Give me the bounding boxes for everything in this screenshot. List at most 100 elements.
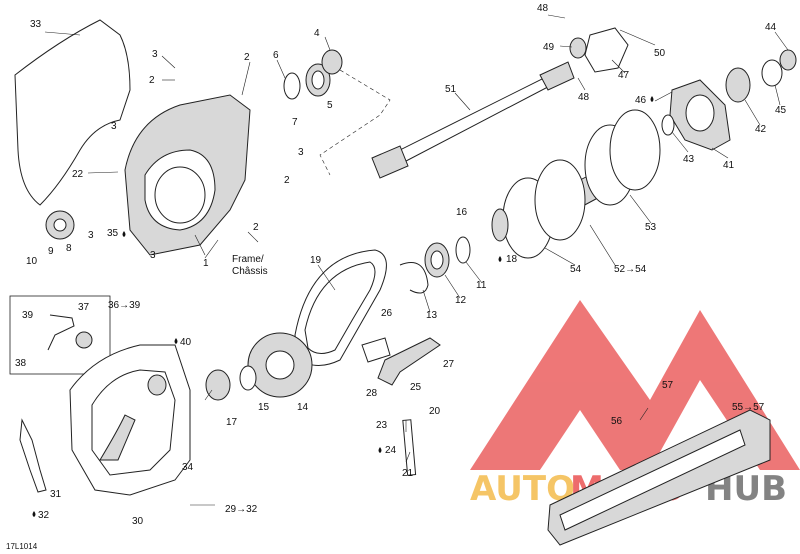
tensioner-rod-part [402,419,417,476]
callout-48: 48 [537,3,549,14]
callout-3: 3 [152,49,158,60]
drop-icon [650,96,654,102]
inner-housing-part [124,94,251,256]
callout-5: 5 [327,100,333,111]
drop-icons [32,96,654,517]
callout-55-57: 55→57 [732,402,765,413]
callout-2: 2 [253,222,259,233]
callout-9: 9 [48,246,54,257]
washer-part-15 [239,365,257,391]
callout-29-32: 29→32 [225,504,258,515]
callout-16: 16 [456,207,468,218]
callout-32: 32 [38,510,50,521]
callout-26: 26 [381,308,393,319]
circlip-part-13 [399,262,429,294]
tensioner-pad-part [361,337,391,363]
callout-7: 7 [292,117,298,128]
callout-28: 28 [366,388,378,399]
callout-6: 6 [273,50,279,61]
callout-34: 34 [182,462,194,473]
callout-37: 37 [78,302,90,313]
callout-10: 10 [26,256,38,267]
track-drive-shaft-part [491,109,661,259]
callout-11: 11 [476,280,487,291]
diagram-id: 17L1014 [6,542,38,551]
frame-label-line2: Châssis [232,266,268,277]
callout-2: 2 [284,175,290,186]
callout-46: 46 [635,95,647,106]
callout-3: 3 [88,230,94,241]
tensioner-part [377,337,441,386]
callout-13: 13 [426,310,438,321]
callout-31: 31 [50,489,62,500]
ring-part-43 [661,114,675,136]
callout-4: 4 [314,28,320,39]
bearing-part-44 [779,49,797,71]
drop-icon [122,231,126,237]
callout-3: 3 [111,121,117,132]
bearing-part-4 [321,49,343,75]
callout-23: 23 [376,420,388,431]
drop-icon [32,511,36,517]
callout-35: 35 [107,228,119,239]
chaincase-cover-part [69,344,191,496]
bearing-plate-part [584,27,629,73]
callout-47: 47 [618,70,630,81]
callout-14: 14 [297,402,309,413]
callout-56: 56 [611,416,623,427]
callout-53: 53 [645,222,657,233]
callout-22: 22 [72,169,84,180]
callout-19: 19 [310,255,322,266]
snap-ring-part [283,72,301,100]
gasket-part [14,19,131,206]
callout-12: 12 [455,295,467,306]
frame-label-line1: Frame/ [232,254,264,265]
driveshaft-part [371,61,575,179]
callout-52-54: 52→54 [614,264,647,275]
callout-41: 41 [723,160,735,171]
callout-3: 3 [298,147,304,158]
drop-icon [174,338,178,344]
drop-icon [498,256,502,262]
slide-rail-part [547,409,771,546]
bearing-part-42 [725,67,751,103]
callout-54: 54 [570,264,582,275]
callout-38: 38 [15,358,27,369]
callout-3: 3 [150,250,156,261]
callout-44: 44 [765,22,777,33]
callout-42: 42 [755,124,767,135]
inset-box [9,295,111,375]
bearing-part-17 [205,369,231,401]
callout-20: 20 [429,406,441,417]
callout-57: 57 [662,380,674,391]
dipstick-part [19,418,47,493]
bearing-part-49 [569,37,587,59]
callout-48: 48 [578,92,590,103]
callout-18: 18 [506,254,518,265]
callout-50: 50 [654,48,666,59]
callout-8: 8 [66,243,72,254]
callout-27: 27 [443,359,455,370]
callout-45: 45 [775,105,787,116]
callout-25: 25 [410,382,422,393]
callout-33: 33 [30,19,42,30]
callout-36-39: 36→39 [108,300,141,311]
callout-2: 2 [149,75,155,86]
callout-1: 1 [203,258,209,269]
callout-43: 43 [683,154,695,165]
callout-15: 15 [258,402,270,413]
callout-39: 39 [22,310,34,321]
callout-30: 30 [132,516,144,527]
seal-part-45 [761,59,783,87]
callout-21: 21 [402,468,414,479]
callout-2: 2 [244,52,250,63]
callout-51: 51 [445,84,457,95]
callout-17: 17 [226,417,238,428]
drop-icon [378,447,382,453]
callout-40: 40 [180,337,192,348]
callouts: 33 3 2 2 6 4 48 49 50 47 48 44 7 5 51 46… [15,3,787,527]
callout-24: 24 [385,445,397,456]
callout-49: 49 [543,42,555,53]
leader-lines [44,14,789,506]
